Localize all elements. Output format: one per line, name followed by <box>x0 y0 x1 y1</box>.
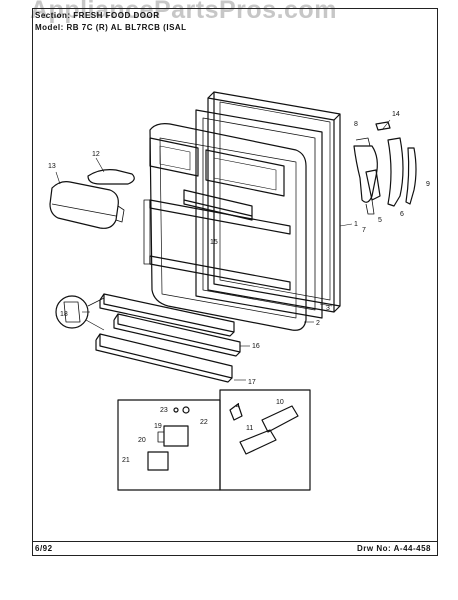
callout-21: 21 <box>122 457 130 464</box>
callout-23: 23 <box>160 407 168 414</box>
callout-15: 15 <box>210 239 218 246</box>
handle-end-cap-7 <box>365 169 381 215</box>
callout-13: 13 <box>48 163 56 170</box>
drawing-number-value: A-44-458 <box>393 544 431 553</box>
callout-4: 4 <box>236 403 240 410</box>
model-value: RB 7C (R) AL BL7RCB (ISAL <box>66 23 187 32</box>
door-shelf-16 <box>99 293 241 357</box>
door-hinge-bracket <box>353 137 378 203</box>
callout-16: 16 <box>252 343 260 350</box>
door-shelf-17 <box>95 333 233 383</box>
leader-lines <box>55 119 391 381</box>
door-handle <box>387 137 404 207</box>
door-inner-liner <box>143 123 307 331</box>
callout-22: 22 <box>200 419 208 426</box>
model-label: Model: <box>35 23 64 32</box>
section-label: Section: <box>35 11 71 20</box>
part-callouts: 1 2 3 4 5 6 7 8 9 10 11 12 13 14 15 16 1… <box>48 111 430 464</box>
callout-6: 6 <box>400 211 404 218</box>
watermark: AppliancePartsPros.com <box>30 0 337 24</box>
callout-2: 2 <box>316 320 320 327</box>
callout-1: 1 <box>354 221 358 228</box>
handle-trim <box>405 147 417 205</box>
callout-20: 20 <box>138 437 146 444</box>
section-line: Section: FRESH FOOD DOOR <box>35 11 159 21</box>
footer-divider <box>33 541 437 542</box>
dairy-compartment-door <box>49 181 125 229</box>
parts-diagram-sheet: Section: FRESH FOOD DOOR Model: RB 7C (R… <box>32 8 438 556</box>
dairy-lid <box>87 169 135 185</box>
callout-17: 17 <box>248 379 256 386</box>
callout-9: 9 <box>426 181 430 188</box>
callout-3: 3 <box>326 305 330 312</box>
callout-7: 7 <box>362 227 366 234</box>
drawing-number: Drw No: A-44-458 <box>357 544 431 553</box>
section-value: FRESH FOOD DOOR <box>73 11 160 20</box>
callout-12: 12 <box>92 151 100 158</box>
door-gasket <box>195 109 323 319</box>
revision-date: 6/92 <box>35 544 53 553</box>
callout-11: 11 <box>246 425 253 432</box>
callout-18: 18 <box>60 311 68 318</box>
drawing-label: Drw No: <box>357 544 392 553</box>
callout-14: 14 <box>392 111 400 118</box>
hinge-hardware-box <box>117 389 311 491</box>
callout-10: 10 <box>276 399 284 406</box>
model-line: Model: RB 7C (R) AL BL7RCB (ISAL <box>35 23 187 33</box>
callout-8: 8 <box>354 121 358 128</box>
door-shelf-bar <box>183 189 253 221</box>
callout-5: 5 <box>378 217 382 224</box>
callout-19: 19 <box>154 423 162 430</box>
handle-clip <box>375 121 391 131</box>
